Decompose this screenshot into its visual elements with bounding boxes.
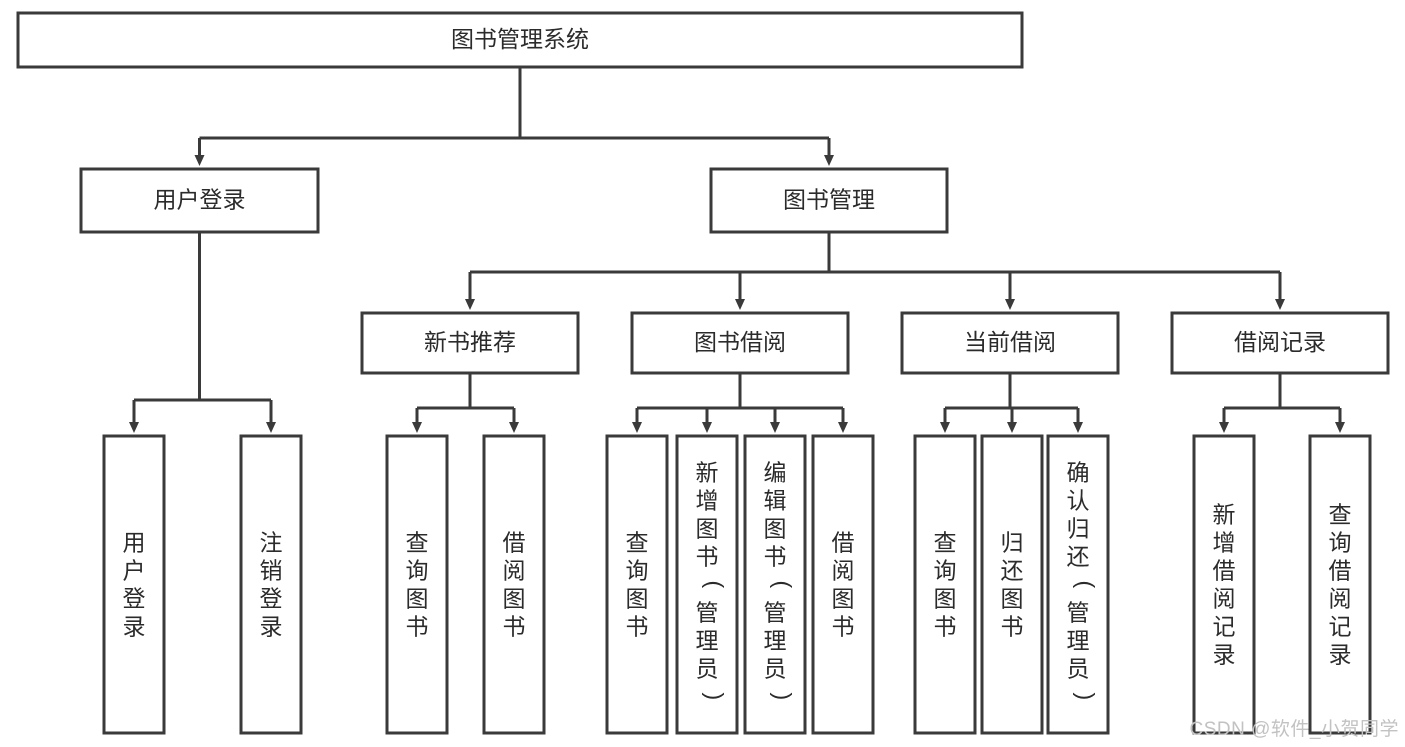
- node-box-book-manage[interactable]: [709, 167, 949, 234]
- node-label-leaf-add-record: 新增借阅记录: [1213, 501, 1236, 667]
- node-label-leaf-return-book: 归还图书: [1001, 529, 1024, 639]
- node-leaf-add-book[interactable]: () 新增图书 管理员: [675, 434, 739, 735]
- node-box-leaf-add-record[interactable]: [1192, 434, 1256, 735]
- node-boxes: 图书管理系统用户登录图书管理新书推荐图书借阅当前借阅借阅记录用户登录注销登录查询…: [16, 11, 1390, 735]
- connector-edges: [129, 67, 1345, 433]
- node-box-leaf-add-book[interactable]: [675, 434, 739, 735]
- edge-group-root: [194, 67, 834, 166]
- node-leaf-return-book[interactable]: 归还图书: [980, 434, 1044, 735]
- node-label-leaf-query-book-cur: 查询图书: [934, 529, 957, 639]
- node-leaf-query-book-rec[interactable]: 查询图书: [385, 434, 449, 735]
- node-current-borrow[interactable]: 当前借阅: [900, 311, 1120, 375]
- node-label-paren: (: [702, 581, 728, 589]
- node-label-leaf-add-book: 新增图书 管理员: [696, 459, 719, 681]
- node-label-borrow-record: 借阅记录: [1234, 329, 1326, 355]
- node-new-book-rec[interactable]: 新书推荐: [360, 311, 580, 375]
- node-leaf-confirm-return[interactable]: () 确认归还 管理员: [1046, 434, 1110, 735]
- node-label-book-borrow: 图书借阅: [694, 329, 786, 355]
- node-label-leaf-borrow-book-rec: 借阅图书: [503, 529, 526, 639]
- node-box-borrow-record[interactable]: [1170, 311, 1390, 375]
- edge-group-user-login: [129, 232, 276, 433]
- node-borrow-record[interactable]: 借阅记录: [1170, 311, 1390, 375]
- node-leaf-query-book-cur[interactable]: 查询图书: [913, 434, 977, 735]
- node-box-leaf-logout[interactable]: [239, 434, 303, 735]
- node-label-new-book-rec: 新书推荐: [424, 329, 516, 355]
- node-box-leaf-query-book-rec[interactable]: [385, 434, 449, 735]
- node-label-root: 图书管理系统: [451, 26, 589, 52]
- node-leaf-borrow-book-rec[interactable]: 借阅图书: [482, 434, 546, 735]
- node-box-leaf-confirm-return[interactable]: [1046, 434, 1110, 735]
- node-box-leaf-edit-book[interactable]: [743, 434, 807, 735]
- node-box-book-borrow[interactable]: [630, 311, 850, 375]
- node-box-leaf-query-record[interactable]: [1308, 434, 1372, 735]
- node-book-borrow[interactable]: 图书借阅: [630, 311, 850, 375]
- node-box-leaf-query-book-cur[interactable]: [913, 434, 977, 735]
- node-leaf-borrow-book[interactable]: 借阅图书: [811, 434, 875, 735]
- node-box-leaf-borrow-book[interactable]: [811, 434, 875, 735]
- node-label-current-borrow: 当前借阅: [964, 329, 1056, 355]
- node-leaf-add-record[interactable]: 新增借阅记录: [1192, 434, 1256, 735]
- node-box-user-login[interactable]: [79, 167, 320, 234]
- edge-group-book-borrow: [632, 373, 848, 433]
- node-book-manage[interactable]: 图书管理: [709, 167, 949, 234]
- node-label-leaf-edit-book: 编辑图书 管理员: [764, 459, 787, 681]
- node-label-leaf-confirm-return: 确认归还 管理员: [1067, 459, 1090, 681]
- node-box-leaf-query-book-borrow[interactable]: [605, 434, 669, 735]
- edge-group-borrow-record: [1219, 373, 1345, 433]
- node-label-book-manage: 图书管理: [783, 187, 875, 213]
- node-box-root[interactable]: [16, 11, 1024, 69]
- node-label-leaf-query-book-rec: 查询图书: [406, 529, 429, 639]
- node-box-new-book-rec[interactable]: [360, 311, 580, 375]
- node-root[interactable]: 图书管理系统: [16, 11, 1024, 69]
- node-label-paren: (: [1073, 581, 1099, 589]
- node-label-leaf-query-record: 查询借阅记录: [1329, 501, 1352, 667]
- node-leaf-user-login[interactable]: 用户登录: [102, 434, 166, 735]
- node-leaf-logout[interactable]: 注销登录: [239, 434, 303, 735]
- node-label-paren: (: [770, 581, 796, 589]
- node-label-paren: ): [1073, 693, 1099, 701]
- node-label-leaf-logout: 注销登录: [260, 529, 283, 639]
- node-label-leaf-query-book-borrow: 查询图书: [626, 529, 649, 639]
- node-leaf-query-record[interactable]: 查询借阅记录: [1308, 434, 1372, 735]
- edge-group-new-book-rec: [412, 373, 519, 433]
- node-box-current-borrow[interactable]: [900, 311, 1120, 375]
- edge-group-current-borrow: [940, 373, 1083, 433]
- node-box-leaf-borrow-book-rec[interactable]: [482, 434, 546, 735]
- node-label-user-login: 用户登录: [154, 187, 246, 213]
- node-label-leaf-borrow-book: 借阅图书: [832, 529, 855, 639]
- node-leaf-edit-book[interactable]: () 编辑图书 管理员: [743, 434, 807, 735]
- node-box-leaf-user-login[interactable]: [102, 434, 166, 735]
- node-user-login[interactable]: 用户登录: [79, 167, 320, 234]
- node-label-leaf-user-login: 用户登录: [123, 529, 146, 639]
- node-label-paren: ): [702, 693, 728, 701]
- node-label-paren: ): [770, 693, 796, 701]
- edge-group-book-manage: [465, 232, 1285, 310]
- node-leaf-query-book-borrow[interactable]: 查询图书: [605, 434, 669, 735]
- node-box-leaf-return-book[interactable]: [980, 434, 1044, 735]
